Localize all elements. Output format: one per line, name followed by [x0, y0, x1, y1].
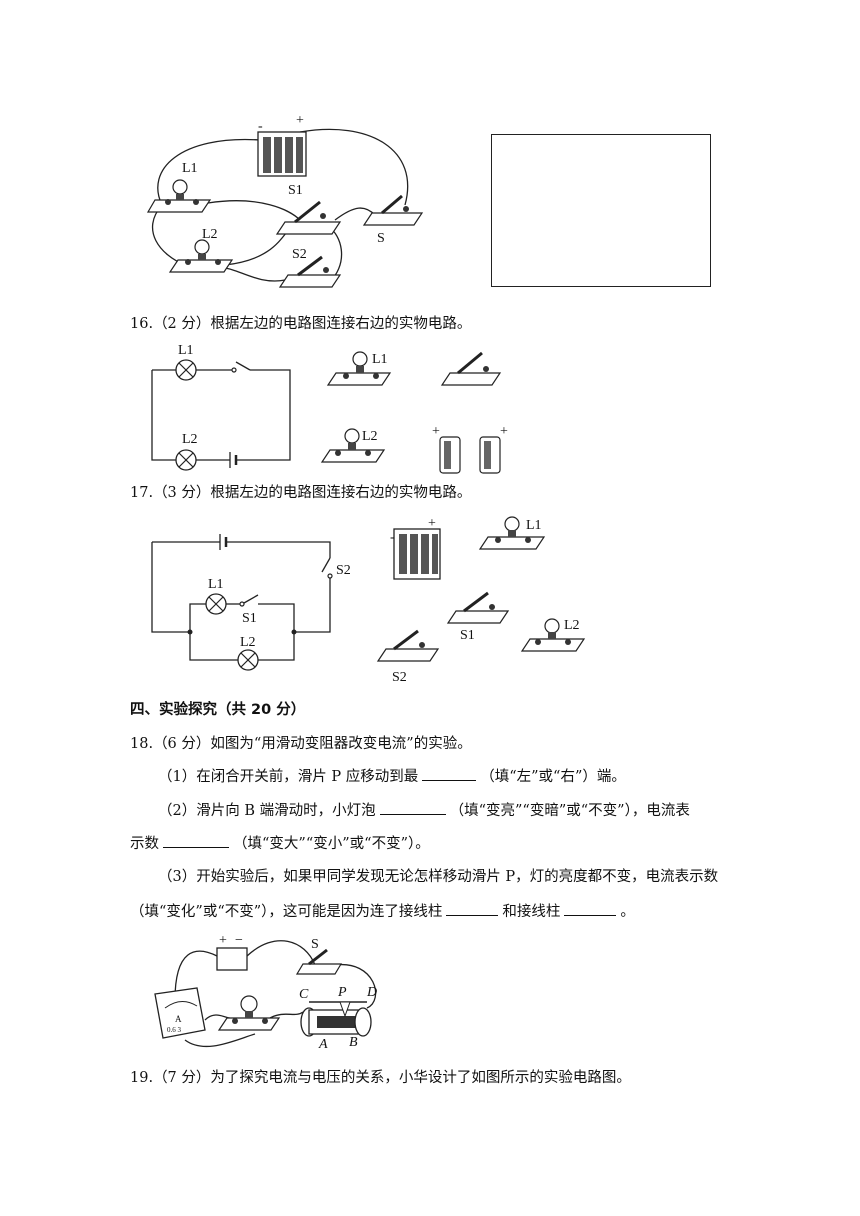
battery-plus-label: +: [428, 516, 436, 531]
component-l1-label: L1: [372, 352, 388, 367]
q18-part1: （1）在闭合开关前，滑片 P 应移动到最 （填“左”或“右”）端。: [158, 766, 626, 787]
figure-17-physical-components: - + L1 S1 S2 L2: [376, 516, 586, 685]
answer-blank[interactable]: [379, 800, 446, 815]
component-l1-label: L1: [526, 518, 542, 533]
component-l2-label: L2: [362, 429, 378, 444]
figure-15-physical-circuit: - + L1 L2 S1 S2 S: [146, 113, 424, 288]
switch-s2-label: S2: [292, 247, 307, 262]
figure-18-rheostat-circuit: + − S A 0.6 3 C P D A B: [154, 933, 377, 1052]
component-s1-label: S1: [460, 628, 475, 643]
q18-part2: （2）滑片向 B 端滑动时，小灯泡 （填“变亮”“变暗”或“不变”），电流表: [158, 800, 690, 821]
lamp-l2-label: L2: [202, 227, 218, 242]
question-number: 16.: [130, 316, 154, 332]
question-number: 17.: [130, 485, 154, 501]
q18-part3-end: 。: [620, 904, 635, 920]
ammeter-scale-label: 0.6 3: [167, 1026, 182, 1034]
diagram-l1-label: L1: [208, 577, 224, 592]
q18-part2-hint2: （填“变大”“变小”或“不变”）。: [233, 836, 430, 852]
q18-part2-text: （2）滑片向 B 端滑动时，小灯泡: [158, 803, 376, 819]
diagram-l2-label: L2: [182, 432, 198, 447]
question-text: （6 分）如图为“用滑动变阻器改变电流”的实验。: [153, 736, 472, 752]
diagram-l2-label: L2: [240, 635, 256, 650]
battery-plus-label: +: [296, 113, 304, 128]
component-l2-label: L2: [564, 618, 580, 633]
question-text: （7 分）为了探究电流与电压的关系，小华设计了如图所示的实验电路图。: [153, 1070, 631, 1086]
component-s2-label: S2: [392, 670, 407, 685]
cell2-plus-label: +: [500, 424, 508, 439]
battery-minus-label: -: [390, 530, 395, 545]
switch-s1-label: S1: [288, 183, 303, 198]
lamp-l1-label: L1: [182, 161, 198, 176]
q18-part2-hint: （填“变亮”“变暗”或“不变”），电流表: [449, 803, 690, 819]
terminal-d-label: D: [366, 985, 377, 1000]
figure-17-circuit-diagram: L1 S1 L2 S2: [151, 534, 351, 671]
question-19: 19.（7 分）为了探究电流与电压的关系，小华设计了如图所示的实验电路图。: [130, 1068, 631, 1088]
answer-blank[interactable]: [446, 901, 499, 916]
q18-part3: （3）开始实验后，如果甲同学发现无论怎样移动滑片 P，灯的亮度都不变，电流表示数: [158, 867, 718, 887]
battery-minus-label: −: [235, 933, 243, 948]
answer-blank[interactable]: [564, 901, 617, 916]
q18-part3-text2: （填“变化”或“不变”），这可能是因为连了接线柱: [130, 904, 443, 920]
answer-blank[interactable]: [163, 833, 229, 848]
battery-minus-label: -: [258, 119, 263, 134]
diagram-s1-label: S1: [242, 611, 257, 626]
slider-p-label: P: [337, 985, 347, 1000]
q18-part2-cont: 示数 （填“变大”“变小”或“不变”）。: [130, 833, 430, 854]
q18-part2-text2: 示数: [130, 836, 159, 852]
answer-blank[interactable]: [422, 766, 477, 781]
terminal-a-label: A: [318, 1037, 328, 1052]
q18-part1-hint: （填“左”或“右”）端。: [480, 769, 626, 785]
q18-part3-cont: （填“变化”或“不变”），这可能是因为连了接线柱 和接线柱 。: [130, 901, 635, 922]
question-text: （3 分）根据左边的电路图连接右边的实物电路。: [153, 485, 472, 501]
q18-part1-text: （1）在闭合开关前，滑片 P 应移动到最: [158, 769, 419, 785]
switch-s-label: S: [311, 937, 319, 952]
figure-16-circuit-diagram: L1 L2: [151, 343, 291, 471]
terminal-c-label: C: [299, 987, 309, 1002]
question-16: 16.（2 分）根据左边的电路图连接右边的实物电路。: [130, 314, 471, 334]
q18-part3-text3: 和接线柱: [502, 904, 561, 920]
battery-plus-label: +: [219, 933, 227, 948]
question-text: （2 分）根据左边的电路图连接右边的实物电路。: [153, 316, 472, 332]
question-17: 17.（3 分）根据左边的电路图连接右边的实物电路。: [130, 483, 471, 503]
answer-box: [491, 134, 711, 287]
question-18: 18.（6 分）如图为“用滑动变阻器改变电流”的实验。: [130, 734, 472, 754]
question-number: 18.: [130, 736, 154, 752]
terminal-b-label: B: [349, 1035, 358, 1050]
diagram-l1-label: L1: [178, 343, 194, 358]
figure-16-physical-components: L1 L2 + +: [320, 351, 508, 474]
q18-part3-text: （3）开始实验后，如果甲同学发现无论怎样移动滑片 P，灯的亮度都不变，电流表示数: [158, 869, 719, 885]
ammeter-a-label: A: [175, 1014, 182, 1024]
diagram-s2-label: S2: [336, 563, 351, 578]
section-title: 四、实验探究（共 20 分）: [130, 702, 306, 718]
switch-s-label: S: [377, 231, 385, 246]
question-number: 19.: [130, 1070, 154, 1086]
cell1-plus-label: +: [432, 424, 440, 439]
